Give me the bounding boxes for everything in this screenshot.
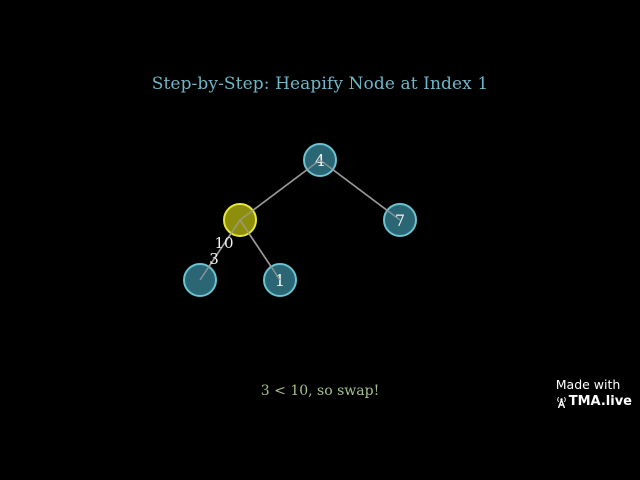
node-2-label: 7 bbox=[395, 211, 405, 230]
watermark-made-with: Made with bbox=[555, 377, 621, 392]
watermark-brand-text: TMA.live bbox=[568, 394, 632, 409]
page-title: Step-by-Step: Heapify Node at Index 1 bbox=[151, 74, 489, 94]
step-caption: 3 < 10, so swap! bbox=[260, 383, 380, 399]
swap-label-moving-up: 10 bbox=[214, 234, 233, 252]
radio-tower-icon bbox=[556, 396, 566, 408]
watermark-brand: TMA.live bbox=[556, 393, 632, 410]
swap-label-moving-down: 3 bbox=[209, 250, 219, 268]
node-4-label: 1 bbox=[275, 271, 285, 290]
watermark: Made with TMA.live bbox=[556, 377, 632, 410]
edge-overlay bbox=[199, 159, 401, 281]
